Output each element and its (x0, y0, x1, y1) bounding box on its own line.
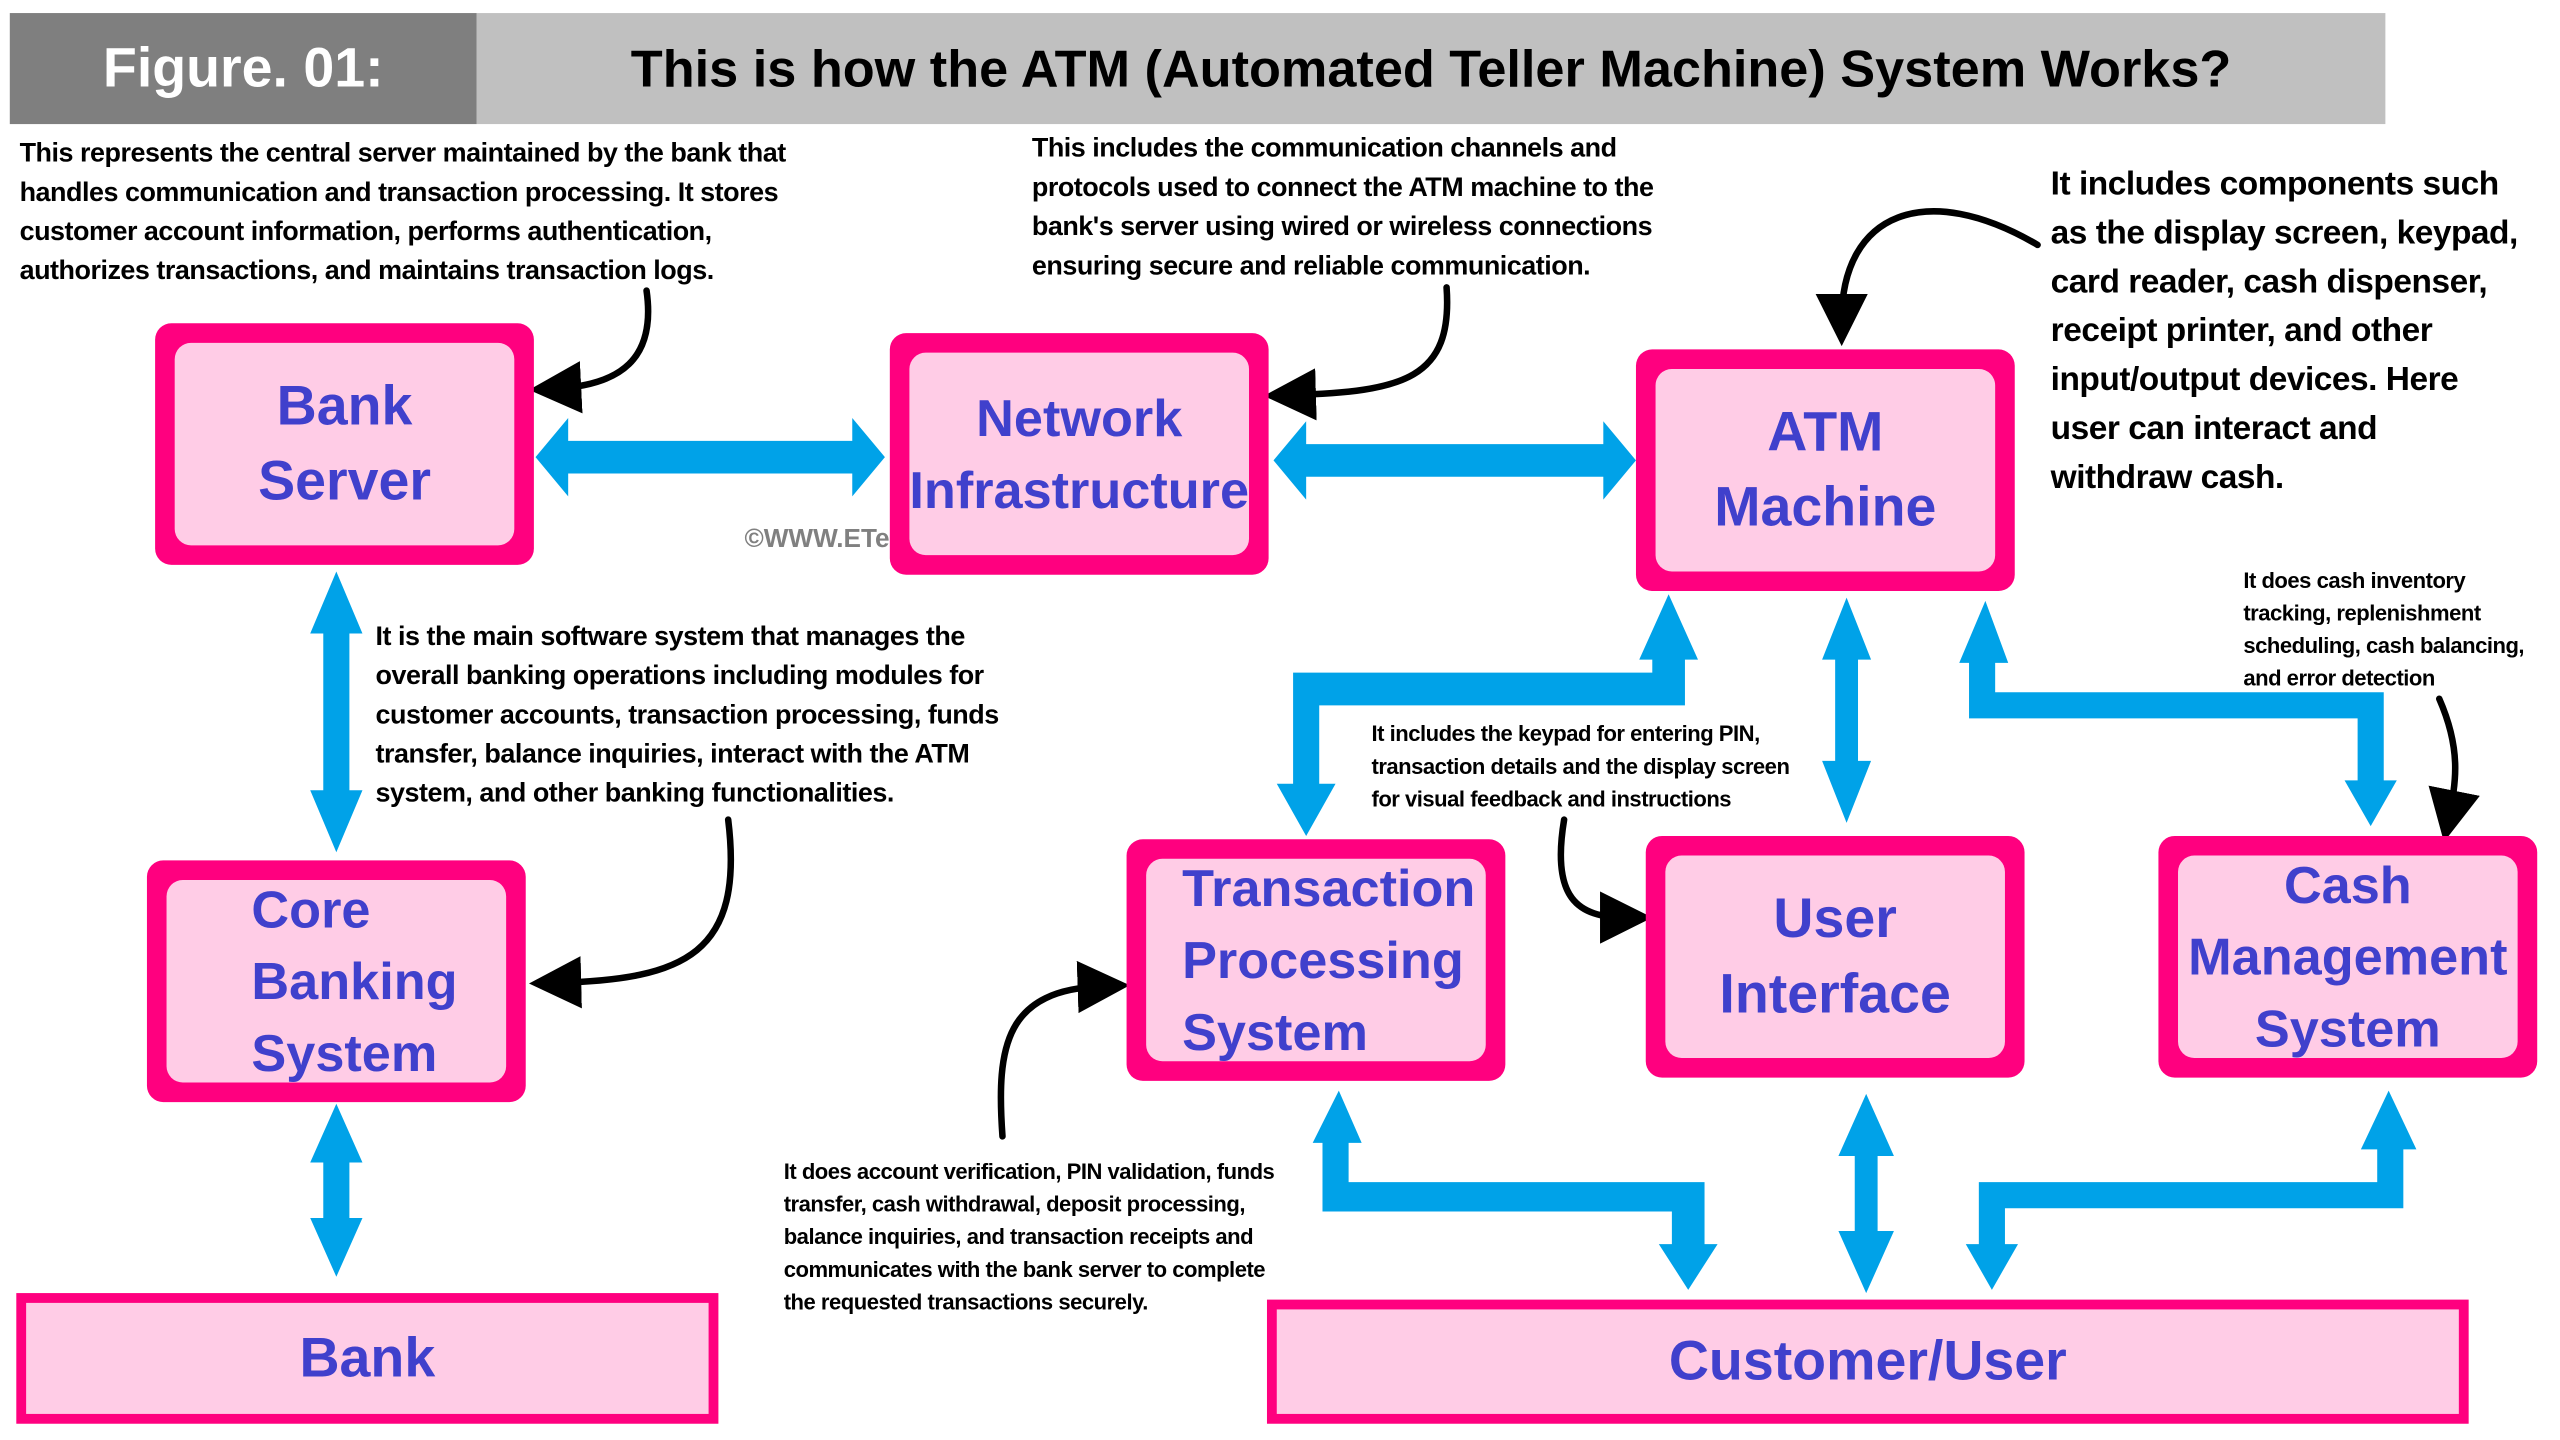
note-line: balance inquiries, and transaction recei… (783, 1224, 1254, 1250)
arrow-atm-cash (1959, 600, 2397, 827)
label-line: Management (2188, 927, 2508, 987)
label-line: Machine (1714, 476, 1937, 539)
node-transaction-processing-system-label: Transaction Processing System (1146, 858, 1486, 1062)
note-core-banking-system: It is the main software system that mana… (376, 617, 1062, 813)
note-line: customer account information, performs a… (19, 217, 713, 247)
label-line: System (1182, 1002, 1368, 1062)
note-line: system, and other banking functionalitie… (375, 778, 895, 809)
note-cash-management-system: It does cash inventory tracking, repleni… (2243, 565, 2560, 696)
label-line: Transaction (1182, 858, 1476, 918)
node-user-interface[interactable]: User Interface (1645, 835, 2025, 1078)
node-transaction-processing-system[interactable]: Transaction Processing System (1126, 839, 1506, 1081)
label-line: Core (251, 880, 371, 939)
node-bank-server[interactable]: Bank Server (155, 323, 534, 565)
note-line: transaction details and the display scre… (1371, 754, 1790, 779)
note-line: communicates with the bank server to com… (783, 1257, 1266, 1282)
note-line: It does cash inventory (2243, 568, 2466, 593)
note-line: protocols used to connect the ATM machin… (1031, 173, 1654, 203)
note-bank-server: This represents the central server maint… (20, 134, 885, 291)
note-line: customer accounts, transaction processin… (375, 700, 1000, 730)
callout-arrow-network (1263, 284, 1451, 421)
note-line: transfer, cash withdrawal, deposit proce… (783, 1191, 1246, 1217)
note-network-infrastructure: This includes the communication channels… (1032, 129, 1750, 286)
arrow-atm-tps (1276, 594, 1699, 836)
note-line: transfer, balance inquiries, interact wi… (375, 739, 970, 770)
node-network-infrastructure[interactable]: Network Infrastructure (889, 333, 1269, 575)
figure-label: Figure. 01: (9, 13, 477, 125)
arrow-core-bank (310, 1103, 363, 1277)
arrow-bankserver-core (310, 571, 363, 853)
label-line: Network (976, 388, 1183, 448)
callout-arrow-bank-server (529, 287, 652, 414)
arrow-atm-ui (1822, 597, 1872, 823)
note-line: as the display screen, keypad, (2050, 213, 2519, 252)
note-line: bank's server using wired or wireless co… (1031, 212, 1653, 242)
node-bank-server-label: Bank Server (174, 342, 515, 546)
note-line: input/output devices. Here (2050, 360, 2459, 399)
note-line: ensuring secure and reliable communicati… (1031, 251, 1591, 281)
note-line: user can interact and (2050, 409, 2378, 448)
note-line: card reader, cash dispenser, (2050, 262, 2488, 301)
diagram-title: This is how the ATM (Automated Teller Ma… (476, 13, 2386, 125)
node-network-infrastructure-label: Network Infrastructure (909, 352, 1250, 556)
node-atm-machine[interactable]: ATM Machine (1635, 349, 2015, 592)
label-line: User (1773, 888, 1897, 951)
arrow-bankserver-network (535, 417, 885, 497)
note-line: tracking, replenishment (2243, 600, 2481, 626)
note-atm-machine: It includes components such as the displ… (2051, 160, 2560, 503)
callout-arrow-ui (1557, 816, 1653, 944)
note-transaction-processing-system: It does account verification, PIN valida… (784, 1156, 1355, 1319)
node-customer-user-label: Customer/User (1668, 1329, 2067, 1392)
note-line: withdraw cash. (2050, 458, 2285, 497)
node-cash-management-system[interactable]: Cash Management System (2158, 835, 2538, 1078)
label-line: ATM (1767, 401, 1884, 464)
callout-arrow-core-banking (529, 816, 735, 1009)
note-line: for visual feedback and instructions (1371, 786, 1732, 812)
note-line: It is the main software system that mana… (375, 622, 966, 652)
label-line: Banking (251, 951, 458, 1011)
label-line: Cash (2283, 855, 2412, 915)
note-user-interface: It includes the keypad for entering PIN,… (1371, 718, 1861, 816)
label-line: System (251, 1023, 438, 1083)
node-user-interface-label: User Interface (1665, 855, 2005, 1058)
note-line: the requested transactions securely. (783, 1289, 1149, 1315)
note-line: It includes components such (2050, 164, 2499, 203)
callout-arrow-cash (2428, 695, 2480, 842)
label-line: Bank (276, 375, 413, 438)
note-line: authorizes transactions, and maintains t… (19, 256, 715, 286)
note-line: This represents the central server maint… (19, 138, 787, 169)
arrow-tps-customer (1312, 1090, 1718, 1290)
node-bank[interactable]: Bank (16, 1293, 719, 1424)
note-line: handles communication and transaction pr… (19, 177, 779, 208)
node-atm-machine-label: ATM Machine (1655, 368, 1996, 572)
label-line: Infrastructure (909, 460, 1250, 520)
callout-arrow-tps (997, 960, 1130, 1140)
node-core-banking-system[interactable]: Core Banking System (146, 860, 526, 1103)
note-line: receipt printer, and other (2050, 311, 2433, 350)
node-customer-user[interactable]: Customer/User (1266, 1299, 2469, 1424)
arrow-cash-customer (1965, 1090, 2417, 1290)
label-line: Server (258, 450, 431, 513)
note-line: scheduling, cash balancing, (2243, 633, 2525, 658)
note-line: It includes the keypad for entering PIN, (1371, 721, 1760, 747)
callout-arrow-atm (1815, 208, 2041, 347)
note-line: This includes the communication channels… (1031, 133, 1617, 164)
note-line: and error detection (2243, 666, 2435, 691)
node-cash-management-system-label: Cash Management System (2178, 855, 2518, 1058)
label-line: Processing (1182, 930, 1464, 990)
node-core-banking-system-label: Core Banking System (166, 880, 507, 1083)
label-line: System (2254, 999, 2441, 1058)
arrow-ui-customer (1838, 1093, 1894, 1294)
label-line: Interface (1719, 963, 1951, 1026)
arrow-network-atm (1273, 421, 1636, 500)
note-line: It does account verification, PIN valida… (783, 1159, 1275, 1184)
node-bank-label: Bank (299, 1326, 436, 1389)
note-line: overall banking operations including mod… (375, 661, 985, 691)
